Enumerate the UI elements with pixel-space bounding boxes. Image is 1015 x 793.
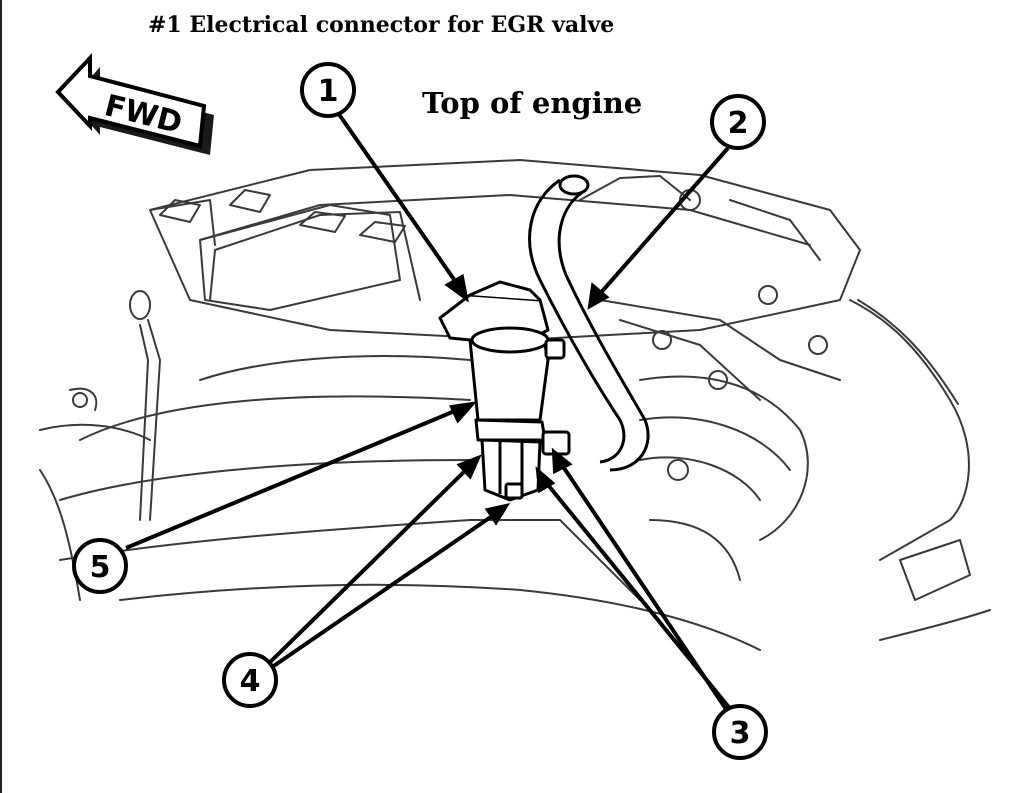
leader-line-3b <box>542 478 738 718</box>
leader-arrowhead-2 <box>587 282 610 310</box>
engine-outline <box>39 159 991 651</box>
leader-line-4a <box>260 464 472 672</box>
callout-label-5: 5 <box>90 550 111 585</box>
callout-label-1: 1 <box>318 74 339 109</box>
diagram-title: #1 Electrical connector for EGR valve <box>148 12 615 38</box>
callout-2: 2 <box>710 94 766 150</box>
callout-label-3: 3 <box>730 716 751 751</box>
callout-5: 5 <box>72 538 128 594</box>
leader-line-5 <box>125 406 463 550</box>
leader-arrowhead-3b <box>535 466 556 494</box>
leader-lines <box>125 108 738 720</box>
leader-arrowhead-4b <box>484 503 511 526</box>
callout-4: 4 <box>222 652 278 708</box>
callout-1: 1 <box>300 62 356 118</box>
left-border-line <box>0 0 2 793</box>
egr-valve <box>438 280 571 502</box>
diagram-subtitle: Top of engine <box>422 86 643 120</box>
leader-arrowhead-3a <box>551 447 573 475</box>
leader-line-4b <box>260 510 500 676</box>
leader-arrowhead-1 <box>444 273 469 303</box>
forward-arrow-icon: FWD <box>55 52 214 155</box>
callout-label-2: 2 <box>728 106 749 141</box>
callout-label-4: 4 <box>240 664 261 699</box>
callout-3: 3 <box>712 704 768 760</box>
leader-line-1 <box>334 108 462 290</box>
egr-vacuum-hose <box>528 174 650 472</box>
leader-line-2 <box>596 146 730 298</box>
leader-arrowhead-5 <box>449 401 478 424</box>
leader-arrowhead-4a <box>456 454 482 480</box>
